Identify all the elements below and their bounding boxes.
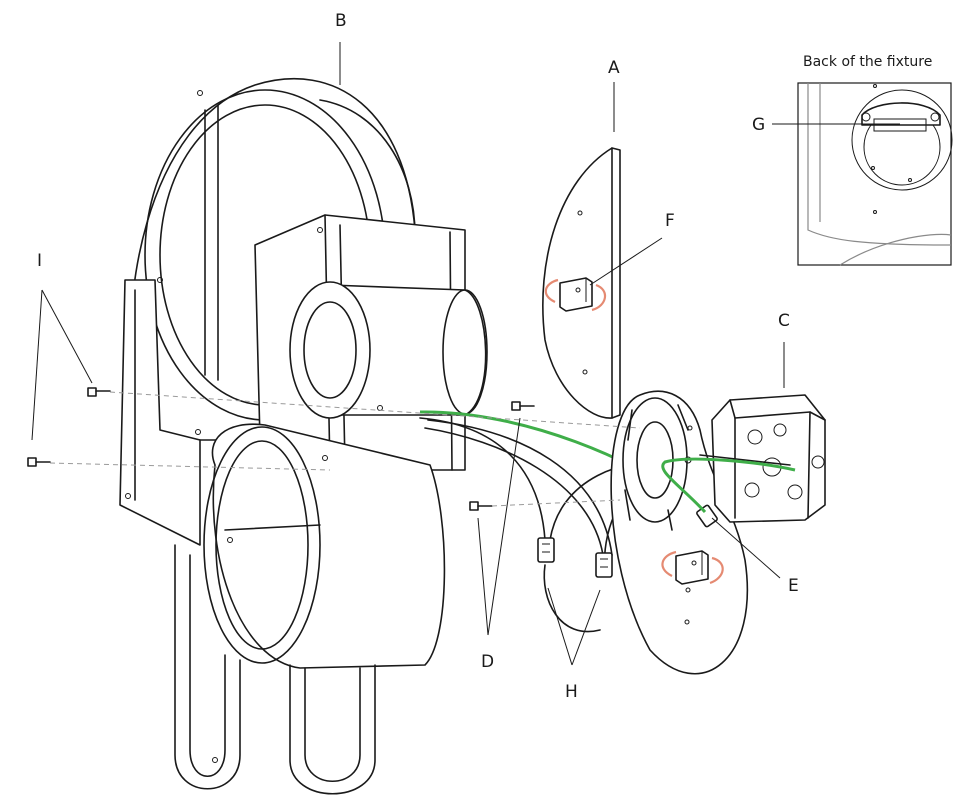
rotate-arrow-right-2 xyxy=(709,556,724,585)
leader-lines xyxy=(31,42,785,666)
screw-i-upper xyxy=(87,387,111,397)
crossbar-plate xyxy=(610,390,749,675)
inset-title: Back of the fixture xyxy=(803,54,932,70)
ground-wire-box xyxy=(661,457,796,514)
plate-bracket xyxy=(675,550,709,585)
label-f: F xyxy=(665,211,675,231)
mounting-plate xyxy=(542,147,621,419)
label-c: C xyxy=(778,311,790,331)
label-d: D xyxy=(481,652,494,672)
inset-back-of-fixture: Back of the fixture G xyxy=(752,54,953,266)
rotate-arrow-left-2 xyxy=(661,550,677,577)
label-b: B xyxy=(335,11,347,31)
fixture-body xyxy=(119,77,488,795)
rotate-arrow-right xyxy=(591,283,606,312)
wire-connector-1 xyxy=(537,537,555,563)
junction-box xyxy=(699,394,826,523)
wire-connector-2 xyxy=(595,552,613,578)
rotate-arrow-left xyxy=(544,278,559,303)
mounting-bracket xyxy=(559,277,593,312)
label-g: G xyxy=(752,115,765,135)
screw-d-upper xyxy=(511,401,535,411)
label-h: H xyxy=(565,682,578,702)
alignment-lines xyxy=(49,391,641,507)
screw-i-lower xyxy=(27,457,51,467)
label-i: I xyxy=(37,251,42,271)
label-e: E xyxy=(788,576,799,596)
screw-d-lower xyxy=(469,501,493,511)
label-a: A xyxy=(608,58,620,78)
